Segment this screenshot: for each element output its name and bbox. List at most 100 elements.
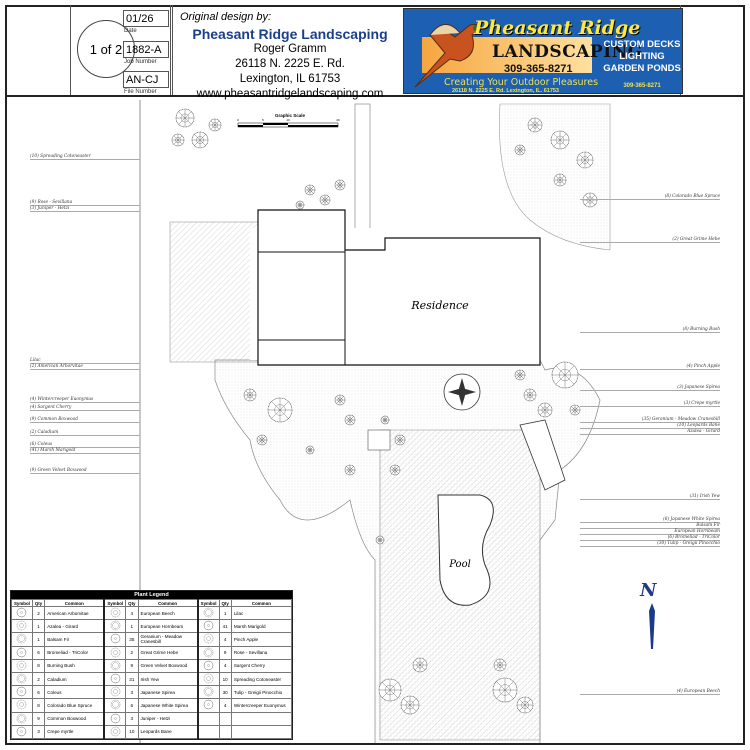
legend-qty: 41	[218, 619, 232, 634]
job-number-label: Job Number	[124, 59, 157, 65]
plant-symbol	[304, 184, 316, 196]
plant-callout: (2) Caladium	[30, 430, 140, 436]
company-name: Pheasant Ridge Landscaping	[192, 26, 388, 42]
legend-common-name: Common Boxwood	[44, 711, 105, 726]
scale-tick: 20	[336, 118, 340, 122]
divider	[170, 5, 173, 95]
plant-callout: (3) Japanese Spirea	[580, 385, 720, 391]
plant-symbol	[394, 434, 406, 446]
services: CUSTOM DECKS LIGHTING GARDEN PONDS	[600, 39, 684, 75]
plant-symbol-icon	[203, 647, 214, 657]
plant-symbol	[553, 173, 567, 187]
plant-symbol	[492, 677, 518, 703]
title-block: 1 of 2 01/26 Date 1882-A Job Number AN-C…	[5, 5, 745, 100]
legend-symbol	[103, 724, 127, 739]
legend-qty: 9	[125, 658, 139, 673]
legend-common-name: Bromeliad - TriColor	[44, 645, 105, 660]
plant-symbol	[319, 194, 331, 206]
plant-symbol	[378, 678, 402, 702]
legend-qty: 35	[125, 632, 139, 647]
deck	[519, 419, 566, 491]
legend-qty	[218, 724, 232, 739]
legend-common-name: Crepe myrtle	[44, 724, 105, 739]
legend-common-name: Sargent Cherry	[230, 658, 293, 673]
plant-symbol-icon	[203, 673, 214, 684]
plant-callout: (30) Tulip - Greigii Pinocchio	[580, 541, 720, 547]
plant-symbol-icon	[203, 607, 214, 618]
legend-header: Symbol	[196, 599, 220, 607]
legend-qty: 1	[31, 619, 46, 634]
legend-symbol	[103, 645, 127, 660]
legend-common-name: Spreading Cotoneaster	[230, 671, 293, 687]
plant-callout: (10) Spreading Cotoneaster	[30, 154, 140, 160]
plant-callout: (4) Sargent Cherry	[30, 405, 140, 411]
plant-callout: (9) Green Velvet Boxwood	[30, 468, 140, 474]
plant-symbol-icon	[110, 673, 120, 684]
legend-qty: 8	[31, 698, 46, 713]
legend-qty: 2	[125, 645, 139, 660]
plant-symbol	[576, 151, 594, 169]
legend-symbol	[196, 632, 220, 647]
legend-common-name: Japanese Spirea	[137, 685, 199, 700]
plant-symbol-icon	[110, 607, 120, 618]
legend-header: Common	[230, 599, 293, 607]
plant-symbol-icon	[203, 686, 214, 697]
plant-symbol	[243, 388, 257, 402]
plant-symbol	[305, 445, 315, 455]
legend-common-name: Geranium - Meadow Cranesbill	[137, 632, 199, 647]
service: GARDEN PONDS	[603, 63, 681, 74]
scale-tick: 10	[286, 118, 290, 122]
designer: Roger Gramm	[253, 43, 327, 55]
legend-symbol	[11, 658, 33, 673]
legend-symbol	[103, 671, 127, 687]
company-logo: Pheasant Ridge LANDSCAPING 309-365-8271 …	[403, 8, 683, 94]
legend-symbol	[103, 711, 127, 726]
plant-symbol	[175, 108, 195, 128]
plant-symbol-icon	[17, 660, 27, 671]
legend-common-name: Green Velvet Boxwood	[137, 658, 199, 673]
plant-symbol-icon	[17, 647, 27, 657]
logo-address: 26118 N. 2225 E. Rd. Lexington, IL. 6175…	[452, 88, 559, 94]
legend-qty: 6	[31, 645, 46, 660]
plant-symbol	[171, 133, 185, 147]
legend-symbol	[11, 605, 33, 621]
service: LIGHTING	[619, 51, 665, 62]
legend-qty: 2	[31, 605, 46, 621]
plant-symbol	[523, 388, 537, 402]
legend-common-name: Tulip - Greigii Pinocchio	[230, 685, 293, 700]
legend-qty: 3	[31, 724, 46, 739]
legend-qty: 4	[218, 632, 232, 647]
legend-header: Common	[137, 599, 199, 607]
plant-symbol	[334, 179, 346, 191]
legend-symbol	[103, 605, 127, 621]
plant-symbol	[400, 695, 420, 715]
legend-qty: 9	[218, 645, 232, 660]
plant-callout: (41) Marsh Marigold	[30, 448, 140, 454]
legend-qty: 1	[218, 605, 232, 621]
legend-qty: 9	[31, 711, 46, 726]
legend-qty: 3	[125, 685, 139, 700]
legend-header: Qty	[218, 599, 232, 607]
plant-callout: (9) Rose - Sevillana	[30, 200, 140, 206]
legend-common-name: Wintercreeper Euonymus	[230, 698, 293, 713]
plant-symbol-icon	[110, 660, 120, 671]
plant-callout: (9) Common Boxwood	[30, 417, 140, 423]
file-number-field: AN-CJ	[123, 71, 169, 88]
legend-header: Symbol	[103, 599, 127, 607]
plant-symbol	[582, 192, 598, 208]
legend-title: Plant Legend	[11, 591, 292, 599]
scale-tick: 5	[262, 118, 264, 122]
plant-symbol-icon	[110, 621, 120, 631]
address-line-2: Lexington, IL 61753	[239, 73, 341, 85]
legend-qty: 4	[125, 605, 139, 621]
legend-qty: 4	[218, 658, 232, 673]
plant-symbol	[412, 657, 428, 673]
legend-symbol	[103, 698, 127, 713]
legend-header: Common	[44, 599, 105, 607]
legend-common-name: Balsam Fir	[44, 632, 105, 647]
